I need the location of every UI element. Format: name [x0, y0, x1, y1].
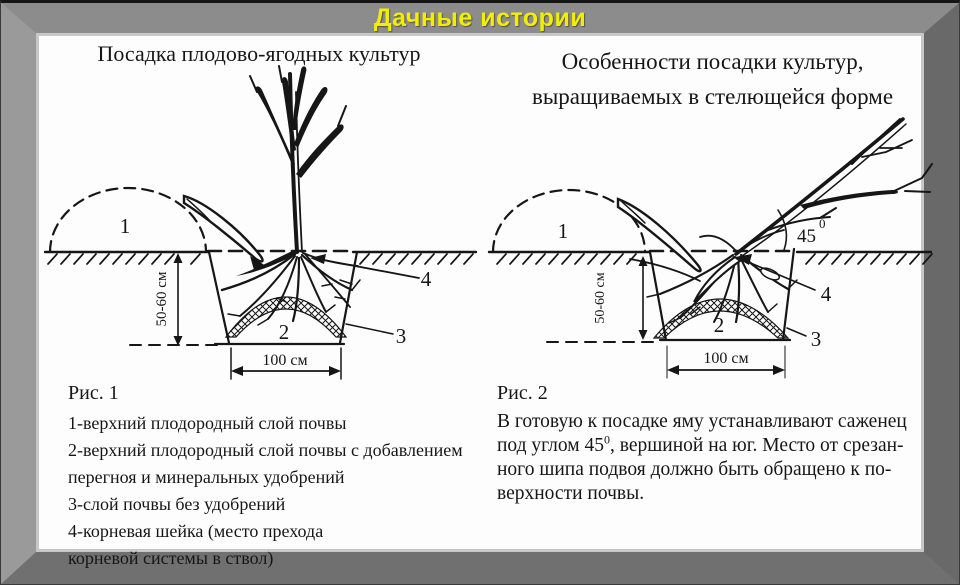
legend-line-6: корневой системы в ствол) — [68, 548, 274, 568]
fig2-depth-dimension — [546, 256, 659, 343]
fig1-caption-label: Рис. 1 — [68, 382, 119, 404]
fig1-label-3: 3 — [396, 324, 407, 348]
left-figure-title: Посадка плодово-ягодных культур — [97, 41, 421, 66]
fig1-width-dimension — [230, 347, 342, 380]
fig2-angle-sup: 0 — [819, 216, 826, 231]
fig2-soil-mound-outline — [491, 188, 647, 254]
fig2-angle-arc — [777, 209, 788, 251]
right-title-line2: выращиваемых в стелющейся форме — [531, 84, 894, 109]
fig2-root-system — [646, 253, 798, 324]
fig1-fertilized-layer — [224, 296, 348, 338]
right-title-line1: Особенности посадки культур, — [561, 49, 864, 74]
fig2-depth-text: 50-60 см — [593, 272, 608, 323]
fig2-label-4: 4 — [821, 282, 832, 306]
caption-line-4: верхности почвы. — [497, 483, 645, 504]
legend-line-3: перегноя и минеральных удобрений — [68, 467, 345, 487]
slide-content: Посадка плодово-ягодных культур — [36, 33, 933, 568]
fig1-depth-text: 50-60 см — [154, 271, 170, 326]
fig1-label-2: 2 — [279, 320, 290, 344]
fig2-pit-outline — [648, 247, 796, 342]
fig2-label-1: 1 — [558, 219, 569, 243]
fig1-soil-mound-outline — [48, 186, 208, 254]
fig1-diagram: 1 2 3 4 50-60 см 100 см — [43, 65, 478, 380]
left-legend-block: Рис. 1 1-верхний плодородный слой почвы … — [68, 382, 463, 572]
legend-line-2: 2-верхний плодородный слой почвы с добав… — [68, 440, 463, 460]
right-figure-title: Особенности посадки культур, выращиваемы… — [490, 44, 935, 114]
fig2-sapling-branches — [749, 118, 933, 245]
fig2-placement-arrow — [616, 197, 702, 282]
fig1-root-system — [220, 250, 361, 326]
fig2-label-3: 3 — [811, 327, 822, 351]
fig2-callout-lines — [735, 254, 816, 337]
caption-line-2: под углом 450, вершиной на юг. Место от … — [497, 432, 904, 457]
fig2-angle-text: 45 — [797, 226, 816, 247]
fig1-ground-line — [43, 249, 478, 265]
fig2-label-2: 2 — [714, 313, 725, 337]
caption-line-3: ного шипа подвоя должно быть обращено к … — [497, 459, 892, 480]
fig1-label-4: 4 — [421, 267, 432, 291]
fig1-label-1: 1 — [120, 214, 131, 238]
page-title: Дачные истории — [373, 4, 587, 32]
fig1-width-text: 100 см — [262, 352, 307, 369]
fig1-sapling-branches — [249, 65, 347, 178]
fig2-width-text: 100 см — [703, 350, 748, 367]
legend-line-1: 1-верхний плодородный слой почвы — [68, 413, 347, 433]
fig2-diagram: 1 2 3 4 45 0 50-60 см 100 см — [487, 117, 933, 379]
fig1-depth-dimension — [129, 253, 225, 346]
fig1-callout-lines — [310, 254, 420, 335]
picture-frame-bevel — [1, 3, 959, 584]
fig2-caption-label: Рис. 2 — [497, 382, 548, 404]
fig1-placement-arrow — [182, 194, 266, 270]
fig1-pit-outline — [207, 250, 359, 346]
right-caption-block: Рис. 2 В готовую к посадке яму устанавли… — [497, 382, 907, 506]
legend-line-5: 4-корневая шейка (место прехода — [68, 521, 324, 541]
fig2-width-dimension — [666, 345, 786, 379]
fig2-ground-line — [487, 249, 933, 265]
caption-line-1: В готовую к посадке яму устанавливают са… — [497, 411, 907, 432]
degree-superscript: 0 — [604, 432, 611, 447]
legend-line-4: 3-слой почвы без удобрений — [68, 494, 286, 514]
